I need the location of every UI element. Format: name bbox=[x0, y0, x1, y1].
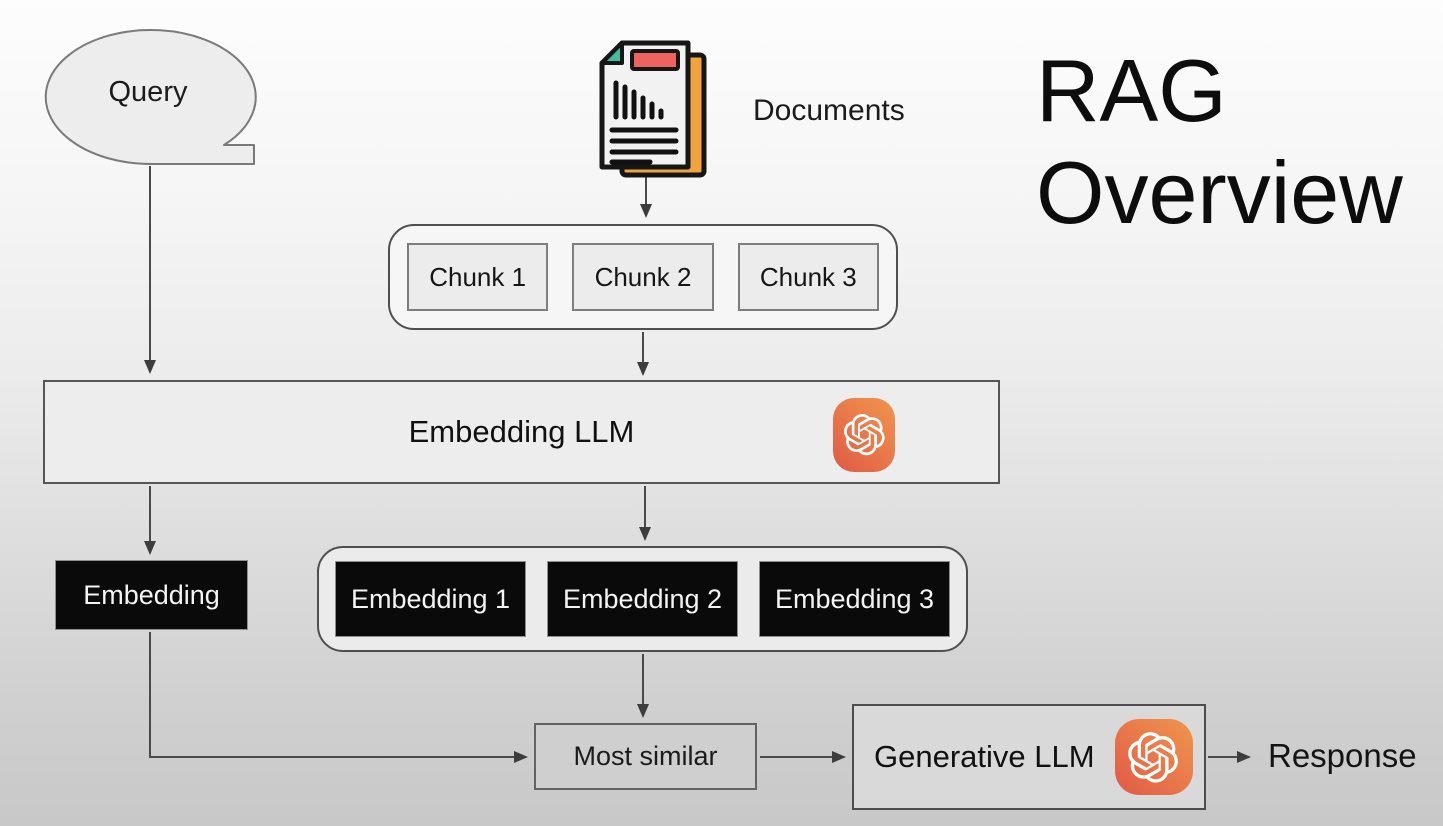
query-embedding-node: Embedding bbox=[55, 560, 248, 630]
chunk-2-node: Chunk 2 bbox=[572, 243, 714, 311]
response-node-label: Response bbox=[1268, 737, 1417, 774]
documents-node-label: Documents bbox=[753, 94, 905, 127]
chunk-1-node: Chunk 1 bbox=[407, 243, 549, 311]
document-embeddings-group: Embedding 1 Embedding 2 Embedding 3 bbox=[317, 546, 968, 652]
chunk-3-node: Chunk 3 bbox=[737, 243, 879, 311]
speech-bubble bbox=[44, 29, 257, 166]
documents-icon bbox=[599, 40, 707, 178]
generative-llm-label: Generative LLM bbox=[874, 739, 1095, 774]
page-title: RAG Overview bbox=[1036, 41, 1403, 243]
generative-llm-node: Generative LLM bbox=[852, 704, 1206, 810]
embedding-llm-label: Embedding LLM bbox=[408, 414, 635, 449]
embedding-3-node: Embedding 3 bbox=[759, 561, 950, 637]
openai-logo-icon bbox=[1114, 719, 1193, 795]
openai-logo-icon bbox=[833, 398, 895, 472]
embedding-llm-node: Embedding LLM bbox=[43, 380, 1000, 484]
most-similar-node: Most similar bbox=[534, 723, 757, 790]
embedding-2-node: Embedding 2 bbox=[547, 561, 738, 637]
embedding-1-node: Embedding 1 bbox=[335, 561, 526, 637]
chunks-group: Chunk 1 Chunk 2 Chunk 3 bbox=[388, 224, 898, 330]
query-node-label: Query bbox=[108, 76, 188, 108]
